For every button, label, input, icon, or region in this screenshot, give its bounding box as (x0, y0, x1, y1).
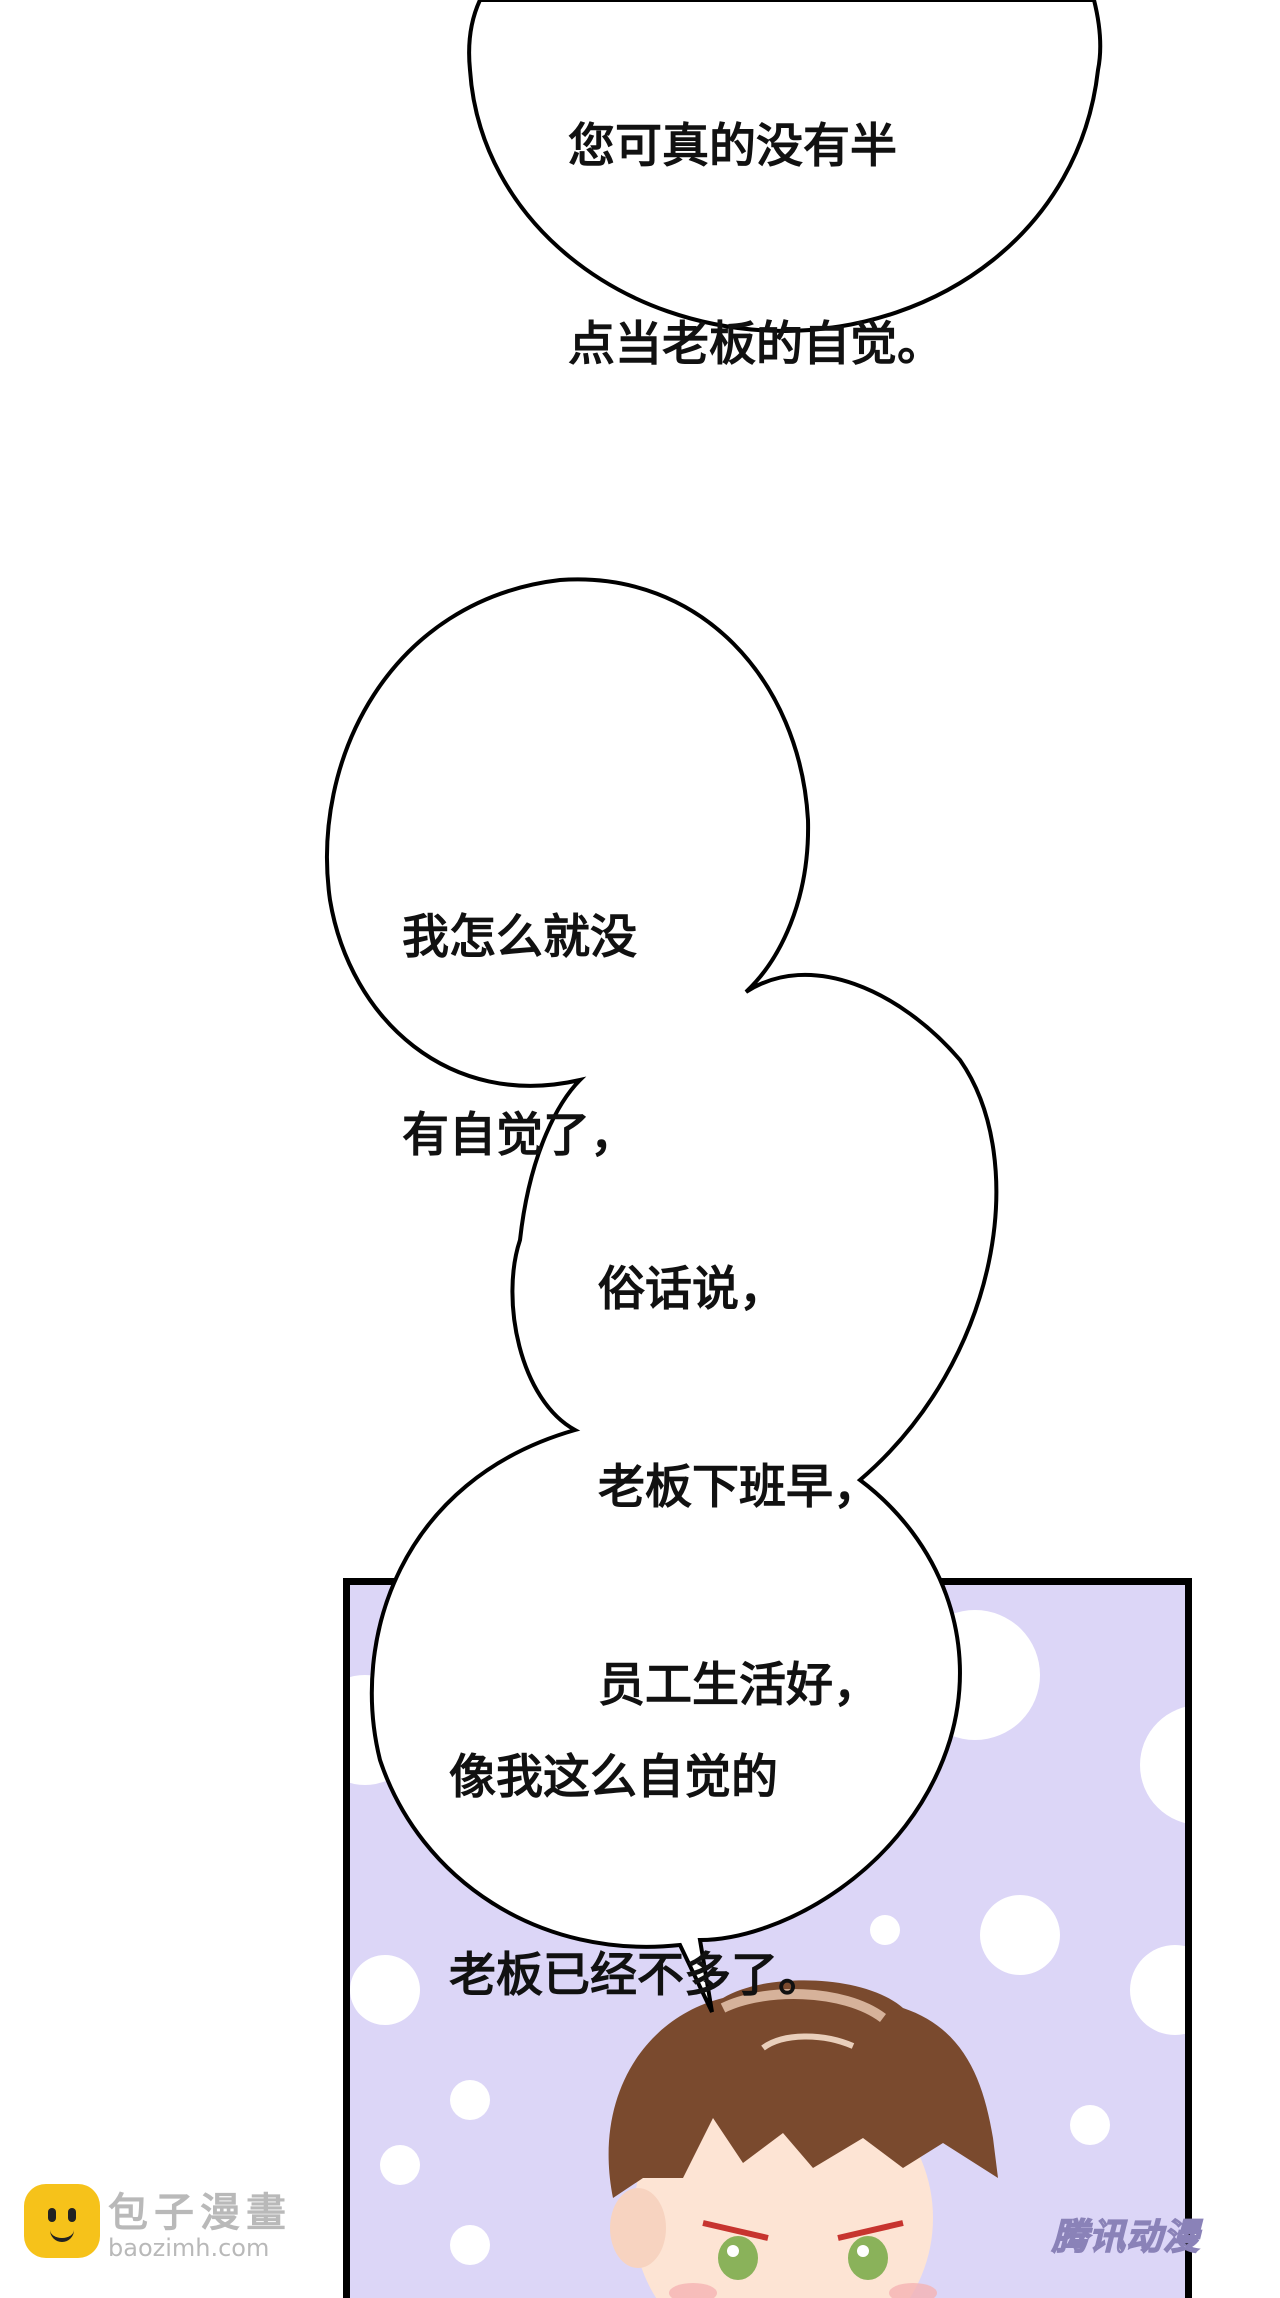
bubble-line: 我怎么就没 (402, 910, 637, 965)
bubble-top-shape (467, 0, 1103, 334)
bubble-2-text: 俗话说， 老板下班早， 员工生活好， (598, 1125, 880, 1851)
bubble-line: 员工生活好， (598, 1658, 880, 1713)
bg-dot (450, 2080, 490, 2120)
bg-dot (980, 1895, 1060, 1975)
watermark-url: baozimh.com (108, 2234, 270, 2262)
character-brow (702, 2220, 769, 2241)
bg-dot (870, 1915, 900, 1945)
character-hair (608, 1980, 998, 2198)
character-brow (837, 2220, 904, 2241)
bun-logo-icon (24, 2184, 100, 2258)
character-illustration (608, 1980, 998, 2298)
watermark-tencent: 腾讯动漫 (1051, 2216, 1201, 2259)
watermark-title: 包子漫畫 (108, 2190, 292, 2236)
bubble-line: 老板下班早， (598, 1460, 880, 1515)
watermark-baozi: 包子漫畫 baozimh.com (24, 2178, 324, 2268)
bubble-line: 像我这么自觉的 (449, 1750, 778, 1805)
bubble-line: 有自觉了， (402, 1108, 637, 1163)
bubble-1-text: 我怎么就没 有自觉了， (402, 773, 637, 1301)
character-eye-left (718, 2236, 758, 2280)
bubble-cluster-shape (325, 577, 999, 2013)
character-eye-right (848, 2236, 888, 2280)
bubble-line: 老板已经不多了。 (449, 1948, 825, 2003)
bubble-line: 您可真的没有半 (568, 119, 897, 174)
hair-highlight (761, 2033, 855, 2051)
bubble-top-text: 您可真的没有半 点当老板的自觉。 (568, 0, 944, 510)
hair-highlight (720, 1989, 886, 2023)
bg-dot (380, 2145, 420, 2185)
bubble-line: 俗话说， (598, 1262, 786, 1317)
character-ear (610, 2188, 666, 2268)
bg-dot (450, 2225, 490, 2265)
bubble-line: 点当老板的自觉。 (568, 317, 944, 372)
bg-dot (1070, 2105, 1110, 2145)
bg-dot (350, 1955, 420, 2025)
bubble-3-text: 像我这么自觉的 老板已经不多了。 (449, 1613, 825, 2141)
